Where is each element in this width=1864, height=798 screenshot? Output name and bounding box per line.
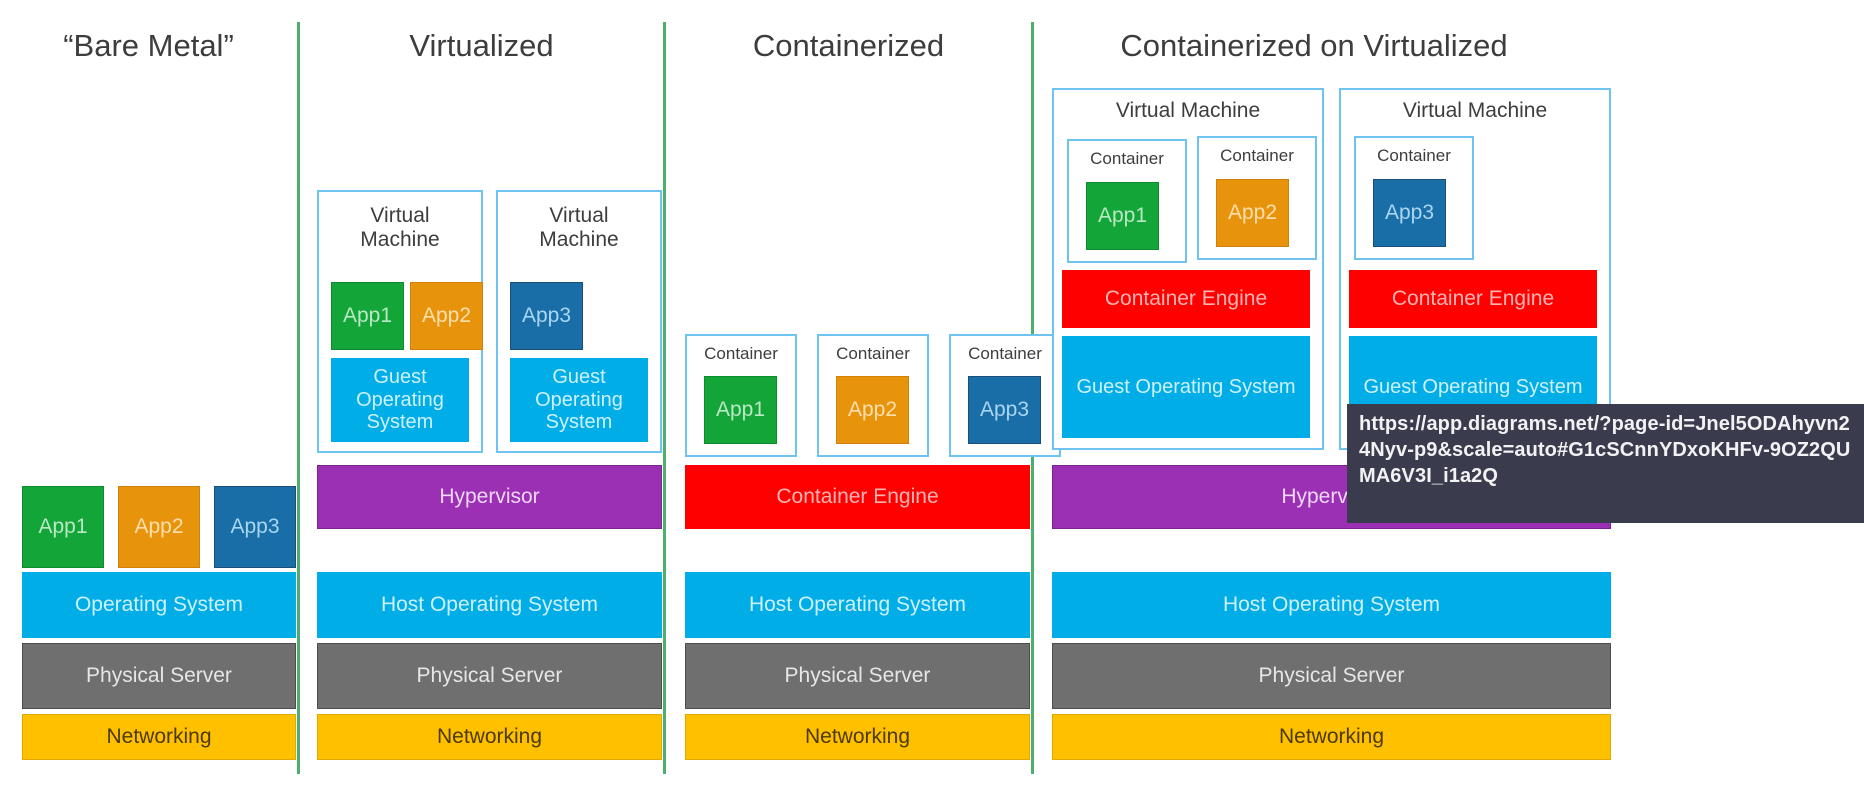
app-label: App1 — [715, 398, 766, 421]
layer-label: Physical Server — [416, 664, 563, 688]
app-box-app1: App1 — [22, 486, 104, 568]
layer-label: Operating System — [74, 593, 244, 617]
container-label-2: Container — [836, 344, 910, 363]
layer-host-operating-system: Host Operating System — [1052, 572, 1611, 638]
app-label: App3 — [979, 398, 1030, 421]
layer-networking: Networking — [22, 714, 296, 760]
app-box-app2: App2 — [410, 282, 483, 350]
app-box-app3: App3 — [510, 282, 583, 350]
layer-label: Host Operating System — [380, 593, 599, 617]
layer-physical-server: Physical Server — [22, 643, 296, 709]
layer-physical-server: Physical Server — [317, 643, 662, 709]
column-title-bare-metal: “Bare Metal” — [63, 28, 234, 63]
layer-label: Host Operating System — [748, 593, 967, 617]
container-label-1: Container — [704, 344, 778, 363]
app-box-app3: App3 — [968, 376, 1041, 444]
layer-container-engine-1: Container Engine — [1062, 270, 1310, 328]
column-containerized-on-virtualized: Containerized on Virtualized Virtual Mac… — [1034, 0, 1634, 798]
virtual-machine-label-1: Virtual Machine — [1115, 99, 1261, 122]
app-label: App3 — [230, 515, 280, 538]
layer-label: Host Operating System — [1222, 593, 1441, 617]
layer-container-engine: Container Engine — [685, 465, 1030, 529]
virtual-machine-label-1: Virtual Machine — [360, 204, 440, 251]
app-box-app3: App3 — [1373, 179, 1446, 247]
layer-label: Container Engine — [1391, 287, 1555, 311]
layer-label: Physical Server — [1258, 664, 1405, 688]
layer-label: Networking — [804, 725, 911, 749]
layer-label: Networking — [106, 725, 212, 749]
virtual-machine-label-2: Virtual Machine — [1402, 99, 1548, 122]
app-box-app1: App1 — [1086, 182, 1159, 250]
layer-label: Physical Server — [86, 664, 232, 688]
column-bare-metal: “Bare Metal” App1 App2 App3 Operating Sy… — [0, 0, 297, 798]
container-label-2: Container — [1220, 146, 1294, 165]
container-label-3: Container — [1377, 146, 1451, 165]
column-containerized: Containerized Container App1 Container A… — [666, 0, 1061, 798]
app-label: App1 — [342, 304, 393, 327]
layer-label: Networking — [436, 725, 543, 749]
layer-networking: Networking — [1052, 714, 1611, 760]
layer-label: Physical Server — [784, 664, 931, 688]
layer-label: Guest Operating System — [1363, 375, 1583, 398]
layer-label: Hypervisor — [439, 485, 540, 509]
layer-label: Guest Operating System — [356, 366, 444, 434]
app-box-app1: App1 — [331, 282, 404, 350]
container-label-3: Container — [968, 344, 1042, 363]
layer-label: Container Engine — [776, 485, 939, 509]
app-box-app2: App2 — [836, 376, 909, 444]
app-label: App1 — [1097, 204, 1148, 227]
layer-operating-system: Operating System — [22, 572, 296, 638]
app-box-app1: App1 — [704, 376, 777, 444]
column-divider-2 — [663, 22, 666, 774]
layer-label: Container Engine — [1104, 287, 1268, 311]
layer-guest-operating-system-1: Guest Operating System — [331, 358, 469, 442]
app-box-app3: App3 — [214, 486, 296, 568]
layer-label: Networking — [1278, 725, 1385, 749]
app-label: App2 — [1227, 201, 1278, 224]
status-bar-url-tooltip: https://app.diagrams.net/?page-id=Jnel5O… — [1347, 404, 1864, 523]
app-label: App2 — [134, 515, 184, 538]
layer-networking: Networking — [685, 714, 1030, 760]
layer-physical-server: Physical Server — [685, 643, 1030, 709]
layer-host-operating-system: Host Operating System — [685, 572, 1030, 638]
layer-label: Guest Operating System — [1076, 375, 1296, 398]
layer-guest-operating-system-1: Guest Operating System — [1062, 336, 1310, 438]
app-label: App2 — [847, 398, 898, 421]
column-virtualized: Virtualized Virtual Machine App1 App2 Gu… — [300, 0, 663, 798]
layer-guest-operating-system-2: Guest Operating System — [510, 358, 648, 442]
app-label: App1 — [38, 515, 88, 538]
column-title-virtualized: Virtualized — [409, 28, 554, 63]
column-title-containerized: Containerized — [752, 28, 945, 63]
container-label-1: Container — [1090, 149, 1164, 168]
app-label: App3 — [521, 304, 572, 327]
layer-hypervisor: Hypervisor — [317, 465, 662, 529]
layer-networking: Networking — [317, 714, 662, 760]
layer-container-engine-2: Container Engine — [1349, 270, 1597, 328]
column-divider-1 — [297, 22, 300, 774]
app-box-app2: App2 — [1216, 179, 1289, 247]
column-title-containerized-on-virtualized: Containerized on Virtualized — [1120, 28, 1508, 63]
app-label: App3 — [1384, 201, 1435, 224]
app-label: App2 — [421, 304, 472, 327]
app-box-app2: App2 — [118, 486, 200, 568]
virtual-machine-label-2: Virtual Machine — [539, 204, 619, 251]
layer-host-operating-system: Host Operating System — [317, 572, 662, 638]
layer-label: Guest Operating System — [535, 366, 623, 434]
layer-physical-server: Physical Server — [1052, 643, 1611, 709]
